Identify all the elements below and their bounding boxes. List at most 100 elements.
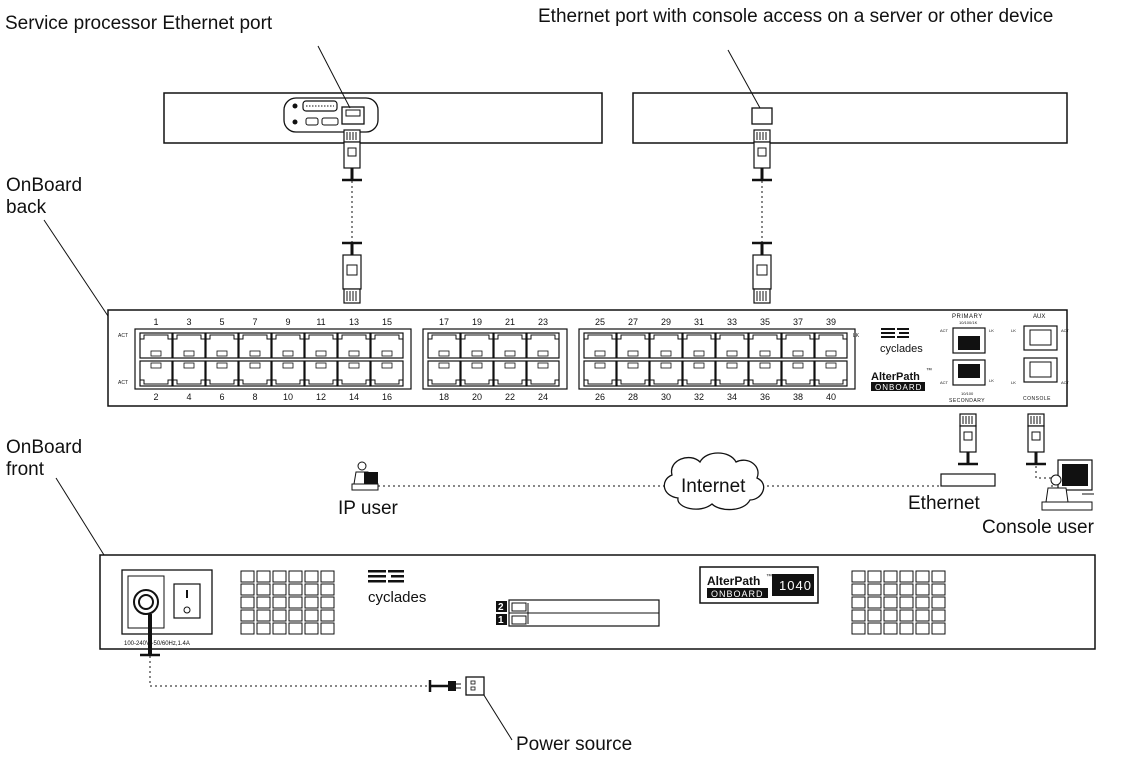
svg-text:LK: LK xyxy=(989,328,994,333)
vent-slot xyxy=(915,583,930,596)
port-number-label: 33 xyxy=(727,317,737,327)
vent-slot xyxy=(931,596,946,609)
port-number-label: 17 xyxy=(439,317,449,327)
vent-slot xyxy=(867,622,882,635)
vent-slot xyxy=(915,570,930,583)
aux-console-ports: AUX LK ACT LK ACT CONSOLE xyxy=(1011,314,1070,402)
port-number-label: 25 xyxy=(595,317,605,327)
svg-text:ACT: ACT xyxy=(940,380,949,385)
vent-slot xyxy=(851,570,866,583)
label-ethernet-console-port: Ethernet port with console access on a s… xyxy=(538,6,1054,27)
port-number-label: 19 xyxy=(472,317,482,327)
rj45-port-31 xyxy=(682,332,716,359)
svg-text:LK: LK xyxy=(1011,328,1016,333)
vent-slot xyxy=(288,609,303,622)
port-number-label: 34 xyxy=(727,392,737,402)
vent-slot xyxy=(931,622,946,635)
rj45-port-11 xyxy=(304,332,338,359)
rj45-port-37 xyxy=(781,332,815,359)
label-ethernet: Ethernet xyxy=(908,493,980,514)
power-inlet: 100-240V~50/60Hz,1.4A xyxy=(121,569,213,647)
vent-slot xyxy=(883,570,898,583)
ethernet-cable xyxy=(940,412,996,487)
vent-slot xyxy=(272,622,287,635)
rj45-port-35 xyxy=(748,332,782,359)
port-number-label: 8 xyxy=(252,392,257,402)
vent-slot xyxy=(931,609,946,622)
port-number-label: 35 xyxy=(760,317,770,327)
vent-slot xyxy=(915,609,930,622)
vent-slot xyxy=(915,596,930,609)
label-console-user: Console user xyxy=(982,517,1094,538)
vent-slot xyxy=(288,570,303,583)
vent-slot xyxy=(899,583,914,596)
vent-slot xyxy=(304,570,319,583)
rj45-port-28 xyxy=(616,360,650,387)
vent-slot xyxy=(304,622,319,635)
rj45-port-2 xyxy=(139,360,173,387)
svg-text:™: ™ xyxy=(766,573,772,580)
port-number-label: 37 xyxy=(793,317,803,327)
port-number-label: 14 xyxy=(349,392,359,402)
power-outlet-icon xyxy=(465,676,485,696)
vent-slot xyxy=(240,583,255,596)
rj45-port-6 xyxy=(205,360,239,387)
rj45-port-12 xyxy=(304,360,338,387)
port-number-label: 15 xyxy=(382,317,392,327)
act-label-top: ACT xyxy=(118,333,128,339)
svg-text:AlterPath: AlterPath xyxy=(871,371,920,383)
cyclades-logo-front: cyclades xyxy=(368,570,426,606)
port-number-label: 18 xyxy=(439,392,449,402)
svg-text:ONBOARD: ONBOARD xyxy=(711,589,764,599)
rj45-port-10 xyxy=(271,360,305,387)
port-group-frame-group2 xyxy=(422,328,568,390)
vent-slot xyxy=(851,583,866,596)
rj45-port-9 xyxy=(271,332,305,359)
vent-slot xyxy=(899,596,914,609)
port-number-label: 24 xyxy=(538,392,548,402)
vent-slot xyxy=(931,570,946,583)
vent-slot xyxy=(320,609,335,622)
label-power-source: Power source xyxy=(516,734,633,755)
rj45-port-15 xyxy=(370,332,404,359)
port-number-label: 39 xyxy=(826,317,836,327)
port-number-label: 27 xyxy=(628,317,638,327)
port-number-label: 4 xyxy=(186,392,191,402)
rj45-port-14 xyxy=(337,360,371,387)
network-ports: PRIMARY 10/100/1K ACT LK ACT LK 10/100 S… xyxy=(940,314,994,404)
vent-slot xyxy=(320,622,335,635)
vent-slot xyxy=(272,583,287,596)
rj45-port-5 xyxy=(205,332,239,359)
rj45-port-39 xyxy=(814,332,848,359)
vent-slot xyxy=(256,609,271,622)
vent-slot xyxy=(240,596,255,609)
rj45-port-38 xyxy=(781,360,815,387)
vent-slot xyxy=(272,609,287,622)
console-cable xyxy=(1024,412,1053,500)
svg-text:LK: LK xyxy=(989,378,994,383)
port-number-label: 10 xyxy=(283,392,293,402)
port-number-label: 28 xyxy=(628,392,638,402)
rj45-port-33 xyxy=(715,332,749,359)
port-group-frame-group3 xyxy=(578,328,856,390)
back-port-labels: ACT ACT LK xyxy=(118,333,860,386)
lk-label-right: LK xyxy=(853,333,860,339)
vent-slot xyxy=(867,570,882,583)
port-number-label: 9 xyxy=(285,317,290,327)
vent-slot xyxy=(304,596,319,609)
model-number: 1040 xyxy=(779,578,812,593)
vent-slot xyxy=(867,609,882,622)
power-rating-label: 100-240V~50/60Hz,1.4A xyxy=(124,641,190,647)
alterpath-logo-front: AlterPath ™ ONBOARD 1040 xyxy=(699,566,819,604)
svg-text:2: 2 xyxy=(498,602,504,613)
rj45-port-29 xyxy=(649,332,683,359)
rj45-port-7 xyxy=(238,332,272,359)
port-number-label: 20 xyxy=(472,392,482,402)
port-number-label: 11 xyxy=(316,317,325,327)
svg-text:ACT: ACT xyxy=(940,328,949,333)
vent-slot xyxy=(899,622,914,635)
label-internet: Internet xyxy=(681,476,746,497)
svg-text:ACT: ACT xyxy=(1061,380,1070,385)
port-number-label: 30 xyxy=(661,392,671,402)
vent-slot xyxy=(851,622,866,635)
